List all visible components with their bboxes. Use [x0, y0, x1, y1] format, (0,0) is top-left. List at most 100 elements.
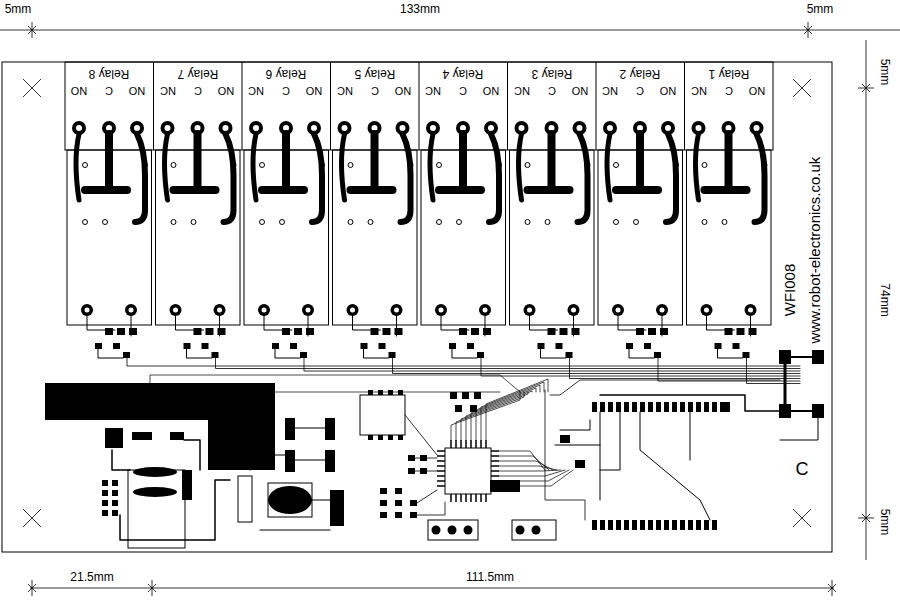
signal-trace — [393, 358, 801, 374]
via — [702, 220, 707, 225]
terminal-hole — [165, 125, 171, 131]
smd-pad — [660, 328, 668, 335]
smd-pad — [395, 500, 402, 506]
trace — [629, 349, 654, 358]
pad — [330, 490, 344, 526]
chip-pin — [475, 440, 477, 448]
module-pad — [680, 402, 685, 412]
chip-pin — [491, 455, 499, 457]
power-trace — [755, 134, 765, 222]
dimension-label: 21.5mm — [68, 571, 115, 584]
signal-trace — [499, 470, 561, 471]
smd-pad — [272, 343, 279, 349]
power-trace — [342, 134, 345, 200]
smd-pad — [212, 352, 219, 358]
power-trace — [666, 134, 676, 222]
coil-pad — [568, 304, 580, 316]
power-trace — [351, 186, 393, 194]
module-pad — [632, 402, 637, 412]
power-trace — [401, 134, 411, 222]
dimension-line — [30, 588, 834, 589]
terminal-label: NC — [512, 85, 532, 97]
header-pin — [432, 526, 441, 535]
pad — [133, 487, 177, 497]
chip-pin — [465, 494, 467, 502]
chip-body — [445, 448, 491, 494]
module-pad — [688, 402, 693, 412]
smd-pad — [379, 343, 386, 349]
power-trace — [616, 186, 658, 194]
smd-pad — [388, 390, 393, 395]
coil-hole — [85, 308, 90, 313]
terminal-divider — [419, 62, 420, 150]
chip-pin — [455, 494, 457, 502]
regulator-outline — [128, 470, 185, 548]
smd-pad — [470, 405, 477, 412]
terminal-label: NO — [481, 85, 502, 97]
coil-hole — [217, 308, 222, 313]
terminal-label: C — [192, 85, 204, 97]
power-trace — [253, 134, 256, 200]
signal-trace — [127, 358, 800, 366]
coil-hole — [129, 308, 134, 313]
via — [457, 220, 462, 225]
terminal-label: NO — [69, 85, 90, 97]
smd-pad — [462, 392, 469, 399]
module-pad — [656, 520, 661, 530]
chip-pin — [455, 440, 457, 448]
terminal-hole — [577, 125, 583, 131]
smd-pad — [749, 328, 757, 335]
signal-trace — [486, 379, 548, 440]
terminal-hole — [696, 125, 702, 131]
terminal-label: C — [546, 85, 558, 97]
smd-pad — [715, 343, 722, 349]
chip-pin — [437, 470, 445, 472]
smd-pad — [410, 500, 417, 506]
header-pin — [448, 526, 457, 535]
header-pin — [516, 526, 525, 535]
chip-pin — [485, 494, 487, 502]
chip-pin — [437, 450, 445, 452]
module-pad — [624, 402, 629, 412]
terminal-divider — [684, 62, 685, 150]
relay-label: Relay 2 — [618, 66, 663, 79]
trace — [364, 349, 389, 358]
header-outline — [428, 520, 478, 540]
trace — [718, 349, 743, 358]
dimension-tick — [32, 580, 33, 596]
signal-trace — [405, 415, 437, 455]
via — [260, 163, 265, 168]
silkscreen-label: C — [794, 460, 811, 480]
power-trace — [282, 134, 290, 190]
module-pad — [648, 402, 653, 412]
via — [408, 163, 413, 168]
power-trace — [791, 356, 812, 358]
module-pad — [664, 520, 669, 530]
smd-pad — [361, 343, 368, 349]
smd-pad — [389, 352, 396, 358]
module-pad — [712, 520, 717, 530]
smd-pad — [410, 512, 417, 518]
coil-hole — [527, 308, 532, 313]
smd-pad — [636, 328, 644, 335]
smd-pad — [300, 352, 307, 358]
smd-pad — [560, 328, 568, 335]
signal-trace — [476, 385, 540, 440]
smd-pad — [725, 328, 733, 335]
coil-hole — [483, 308, 488, 313]
power-trace — [85, 186, 127, 194]
smd-pad — [572, 328, 580, 335]
terminal-divider — [330, 62, 331, 150]
smd-pad — [102, 490, 108, 496]
signal-trace — [481, 382, 544, 440]
power-trace — [135, 134, 145, 222]
trace — [275, 349, 300, 358]
trace — [264, 316, 292, 330]
cross-mark — [23, 79, 41, 97]
chip-pin — [460, 440, 462, 448]
module-pad — [640, 402, 645, 412]
header-outline — [512, 520, 556, 540]
smd-pad — [102, 480, 108, 486]
signal-trace — [304, 358, 800, 371]
board — [2, 62, 832, 552]
